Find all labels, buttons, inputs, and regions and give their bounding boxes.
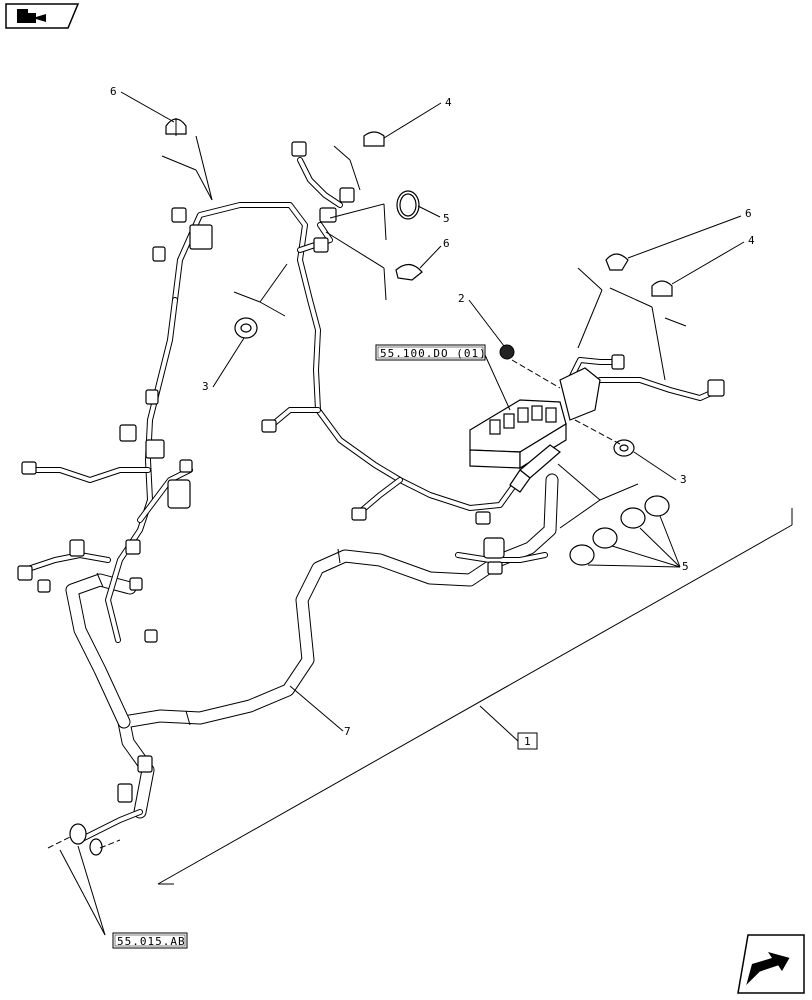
fuse-box-reference[interactable]: 55.100.DO (01): [375, 344, 487, 361]
fuse-box-reference-label: 55.100.DO (01): [380, 347, 487, 360]
assembly-outline: [157, 508, 793, 885]
callout-label: 6: [745, 207, 752, 220]
callout-label: 4: [748, 234, 755, 247]
callout-label: 6: [443, 237, 450, 250]
connectors: [17, 141, 725, 856]
callout-label: 7: [344, 725, 351, 738]
book-arrow-icon[interactable]: [5, 3, 80, 29]
callout-label: 5: [682, 560, 689, 573]
callout-label: 4: [445, 96, 452, 109]
callout-label: 2: [458, 292, 465, 305]
fuse-relay-box: [469, 344, 635, 493]
connector-reference[interactable]: 55.015.AB: [112, 932, 188, 949]
callout-label: 5: [443, 212, 450, 225]
callout-label: 6: [110, 85, 117, 98]
callout-label: 3: [680, 473, 687, 486]
leader-lines: [47, 91, 745, 936]
assembly-reference-label: 1: [524, 735, 531, 748]
loose-parts: [165, 118, 673, 566]
next-page-arrow-icon[interactable]: [737, 934, 805, 994]
connector-reference-label: 55.015.AB: [117, 935, 186, 948]
assembly-reference: 1: [517, 732, 538, 750]
callout-label: 3: [202, 380, 209, 393]
